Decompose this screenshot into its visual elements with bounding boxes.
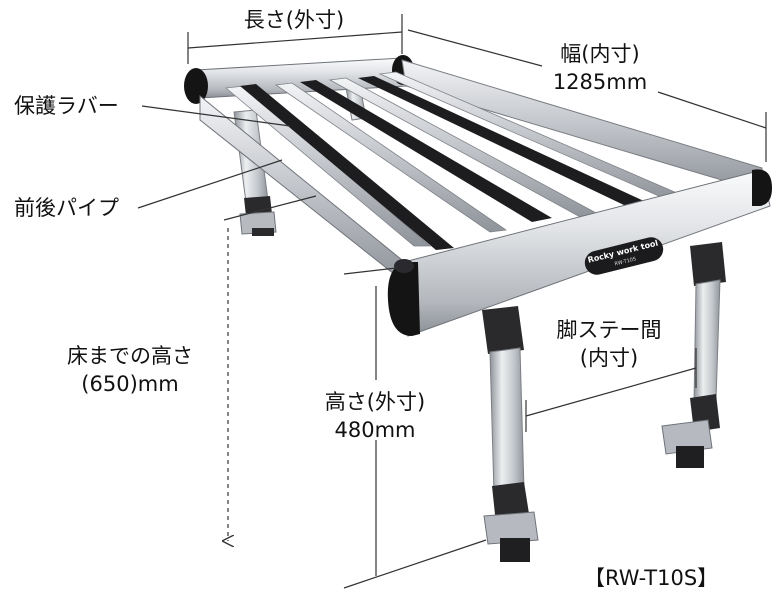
- model-number-label: 【RW-T10S】: [584, 566, 719, 590]
- protective-rubber-label: 保護ラバー: [14, 94, 119, 118]
- width-inner-title: 幅(内寸): [560, 42, 640, 66]
- leg-stay-sub: (内寸): [579, 346, 639, 370]
- length-outer-label: 長さ(外寸): [243, 8, 345, 32]
- height-outer-title: 高さ(外寸): [324, 390, 426, 414]
- front-right-leg: [661, 242, 726, 468]
- dimension-lines: [137, 14, 767, 589]
- front-rear-pipe-label: 前後パイプ: [14, 196, 119, 220]
- height-outer-value: 480mm: [334, 418, 416, 442]
- leg-stay-title: 脚ステー間: [556, 318, 662, 342]
- front-left-leg: [482, 306, 539, 562]
- badge-model: RW-T10S: [614, 256, 637, 267]
- width-inner-value: 1285mm: [552, 70, 648, 94]
- protective-rubbers: [240, 76, 646, 250]
- floor-height-value: (650)mm: [81, 372, 179, 396]
- front-beam: [387, 169, 772, 337]
- floor-height-title: 床までの高さ: [67, 344, 193, 368]
